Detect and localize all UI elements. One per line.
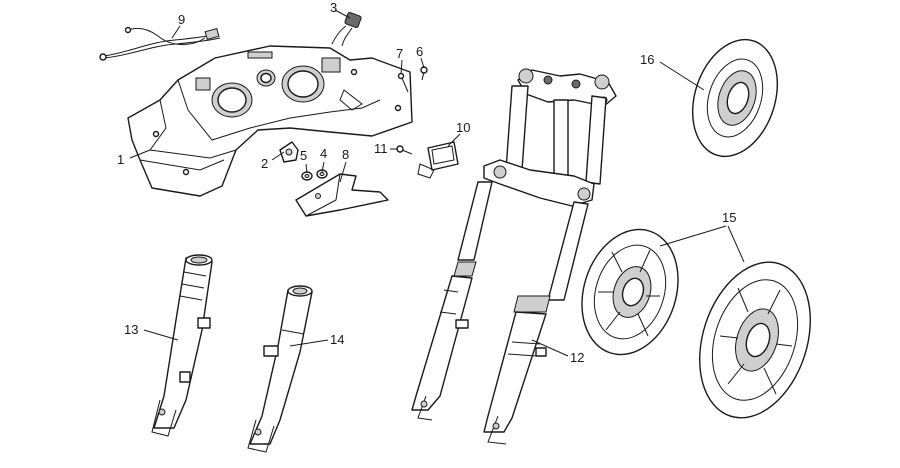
callout-8: 8 [342, 147, 349, 162]
callout-2: 2 [261, 156, 268, 171]
leader-lines [129, 9, 745, 357]
part-bracket [295, 173, 389, 217]
part-brake-disc-15a [581, 228, 679, 356]
callout-15: 15 [722, 210, 736, 225]
callout-11: 11 [374, 141, 388, 156]
part-electronic-module [417, 141, 459, 179]
callout-10: 10 [456, 120, 470, 135]
part-brake-disc-16 [691, 38, 779, 158]
callout-4: 4 [320, 146, 327, 161]
callout-3: 3 [330, 0, 337, 15]
part-nut-5 [301, 171, 313, 181]
callout-5: 5 [300, 148, 307, 163]
part-brake-disc-15b [699, 261, 811, 419]
part-fork-slider-left [151, 254, 213, 437]
callout-12: 12 [570, 350, 584, 365]
callout-7: 7 [396, 46, 403, 61]
callouts: 1 2 3 4 5 6 7 8 9 10 11 12 13 14 15 16 [117, 0, 736, 365]
callout-16: 16 [640, 52, 654, 67]
part-wiring-harness [99, 26, 221, 61]
part-fork-assembly [411, 68, 617, 445]
callout-14: 14 [330, 332, 344, 347]
callout-9: 9 [178, 12, 185, 27]
callout-1: 1 [117, 152, 124, 167]
part-instrument-cowling [127, 45, 413, 197]
callout-6: 6 [416, 44, 423, 59]
part-fork-slider-right [247, 285, 313, 453]
part-connector [331, 12, 362, 47]
part-screw-6 [420, 66, 428, 81]
part-clip [279, 141, 299, 163]
part-screw-11 [396, 145, 413, 155]
callout-13: 13 [124, 322, 138, 337]
